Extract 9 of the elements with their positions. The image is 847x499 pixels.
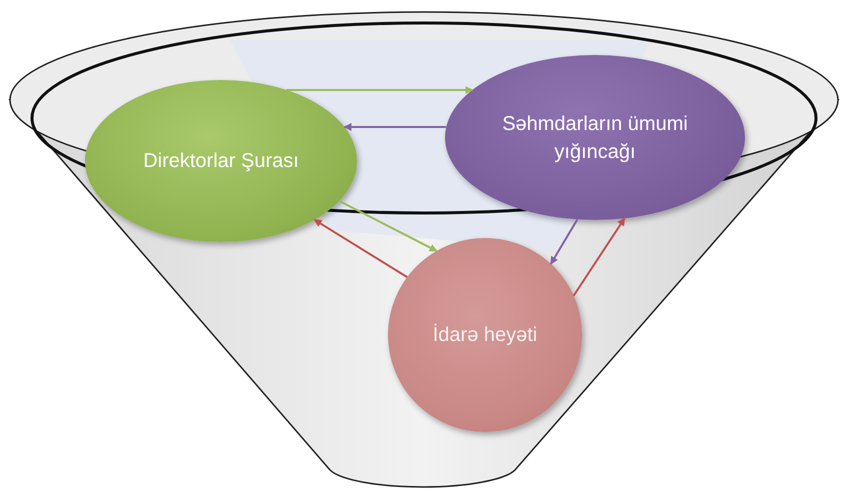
arrow <box>343 123 446 131</box>
arrow <box>286 86 474 94</box>
node-label: Səhmdarların ümumi yığıncağı <box>501 112 689 164</box>
node-label: Direktorlar Şurası <box>142 149 300 174</box>
arrow <box>550 218 578 265</box>
node-label: İdarə heyəti <box>432 322 538 348</box>
arrow <box>572 218 626 296</box>
arrow <box>314 218 408 278</box>
arrow <box>338 200 438 252</box>
